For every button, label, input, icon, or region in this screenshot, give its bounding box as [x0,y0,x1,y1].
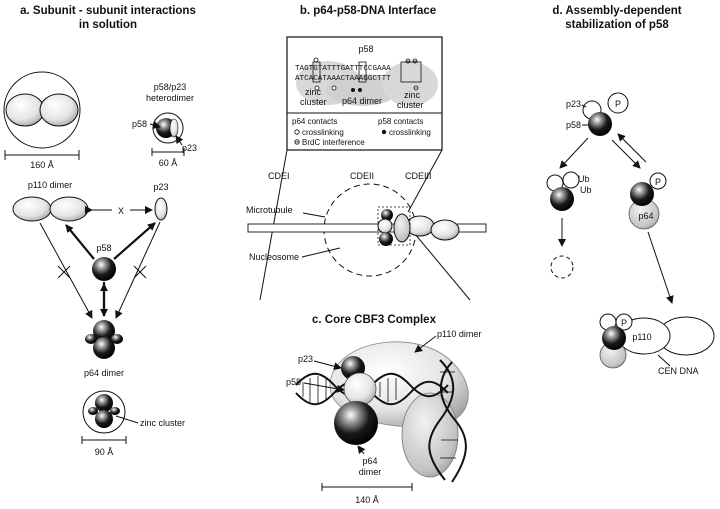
x-mark-left [57,265,71,279]
p64-dimer-glyph [85,320,123,359]
scale-bar-60: 60 Å [151,148,185,168]
p23-label: p23 [153,182,168,192]
box-base-right [400,61,422,83]
zoom-line-right [407,149,443,213]
x-mark-top: X [118,206,124,216]
ubiquitinated-p58-glyph [546,171,580,211]
box-base-mid [358,61,367,83]
p58-contacts-label: p58 contacts [378,117,423,126]
scale-90-label: 90 Å [95,447,114,457]
p64-dimer-interface-label: p64 dimer [342,96,382,106]
panel-b: b. p64-p58-DNA Interface p58 TAGTGTATTTG… [246,5,487,301]
p110-dimer-glyph [12,196,89,222]
heterodimer-label-2: heterodimer [146,93,194,103]
interface-p58-label: p58 [358,44,373,54]
zinc-cluster-label: zinc cluster [140,418,185,428]
p58-crosslinking-label: crosslinking [389,128,431,137]
d-p23-label: p23 [566,99,581,109]
cbf3-on-dna-glyph [377,209,460,246]
open-circle-legend-icon [294,129,300,135]
dna-helix-vertical [428,359,467,483]
p58-sphere [343,372,377,406]
d-p-label-top: P [615,99,621,109]
p110-dimer-label: p110 dimer [28,180,72,190]
p58-glyph [92,257,116,281]
panel-a-title-2: in solution [79,19,137,31]
bottom-markers [314,85,419,92]
d-ub1-label: Ub [578,174,590,184]
p64-bound-p58-glyph [628,172,667,230]
c-p110-dimer-label: p110 dimer [437,329,481,339]
scale-bar-140: 140 Å [321,483,413,505]
zoom-line-bottom [409,227,471,301]
degraded-p58-glyph [550,255,574,279]
zinc-right-label: zinc [404,90,421,100]
scale-60-label: 60 Å [159,158,178,168]
scale-bar-90: 90 Å [81,436,127,457]
d-ub2-label: Ub [580,185,592,195]
barred-circle-legend-icon [294,139,300,145]
x-mark-right [133,265,147,279]
nucleosome-pointer [301,247,341,258]
microtubule-label: Microtubule [246,205,293,215]
panel-a: a. Subunit - subunit interactions in sol… [3,5,197,457]
panel-b-title: b. p64-p58-DNA Interface [300,5,436,17]
het-p23-label: p23 [182,143,197,153]
p64-dimer-label: p64 dimer [84,368,124,378]
p110-complex-glyph [599,313,715,369]
scale-160-label: 160 Å [30,160,54,170]
d-p64-label: p64 [638,211,653,221]
c-p64-label-2: dimer [359,467,382,477]
d-p-label-mid: P [655,177,661,187]
zinc-cluster-blob-right [382,62,438,106]
p64-crosslinking-label: crosslinking [302,128,344,137]
heterodimer-label: p58/p23 [154,82,187,92]
panel-c: c. Core CBF3 Complex [286,314,481,505]
cdeiii-label: CDEIII [405,171,432,181]
c-p58-label: p58 [286,377,301,387]
scale-bar-160: 160 Å [4,150,80,170]
panel-d-title-2: stabilization of p58 [565,19,669,31]
p58-label: p58 [96,243,111,253]
zinc-left-label-2: cluster [300,97,327,107]
nucleosome-label: Nucleosome [249,252,299,262]
p64-sphere [334,401,378,445]
p23-glyph [154,197,168,221]
zinc-right-label-2: cluster [397,100,424,110]
microtubule-pointer [302,212,326,218]
box-base-left [312,61,321,83]
d-p110-label: p110 [632,332,651,342]
brdc-label: BrdC interference [302,138,365,147]
heterodimer-glyph [152,112,184,144]
cdeii-label: CDEII [350,171,374,181]
panel-d-title: d. Assembly-dependent [552,5,681,17]
zoom-box [377,206,411,246]
p64-contacts-label: p64 contacts [292,117,337,126]
filled-circle-legend-icon [381,129,387,135]
full-complex-outline [3,71,81,149]
p58-p23-phospho-glyph [582,92,629,136]
sequence-top: TAGTGTATTTGATTTCCGAAA [295,65,391,73]
cdei-label: CDEI [268,171,290,181]
c-p64-label: p64 [362,456,377,466]
zinc-left-label: zinc [305,87,322,97]
d-p58-label: p58 [566,120,581,130]
scale-140-label: 140 Å [355,495,379,505]
panel-c-title: c. Core CBF3 Complex [312,314,437,326]
c-p23-label: p23 [298,354,313,364]
dna-rod [247,223,487,233]
d-cen-dna-label: CEN DNA [658,366,699,376]
sequence-bottom: ATCACATAAACTAAAGGCTTT [295,75,391,83]
panel-a-title: a. Subunit - subunit interactions [20,5,196,17]
p64-zinc-glyph [82,390,126,434]
d-p-label-bottom: P [621,318,627,328]
panel-d: d. Assembly-dependent stabilization of p… [546,5,715,376]
het-p58-label: p58 [132,119,147,129]
